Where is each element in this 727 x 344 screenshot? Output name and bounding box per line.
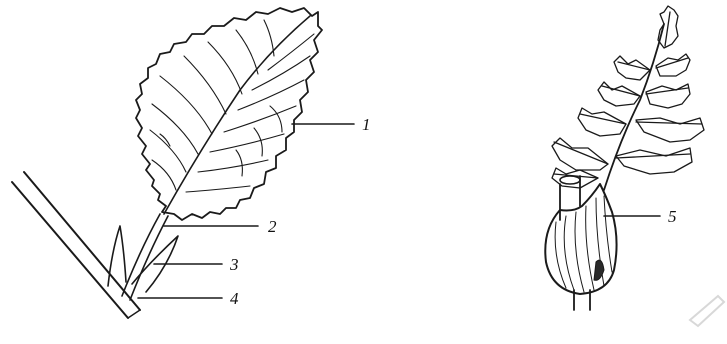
label-3: 3 — [229, 255, 239, 274]
label-2: 2 — [268, 217, 277, 236]
rachis — [604, 24, 664, 190]
leaf-midrib — [164, 16, 310, 214]
petiole — [122, 214, 168, 300]
leaf-diagram-left: 1 2 3 4 — [12, 8, 371, 318]
corner-watermark-stroke — [690, 296, 724, 326]
label-4: 4 — [230, 289, 239, 308]
leaflets — [552, 6, 704, 188]
label-1: 1 — [362, 115, 371, 134]
main-stem — [12, 172, 140, 318]
leader-lines-left — [138, 124, 354, 298]
stipules — [108, 226, 178, 292]
leaf-sheath — [545, 184, 616, 294]
leaf-veins — [150, 20, 314, 192]
sheath-diagram-right: 5 — [545, 6, 704, 310]
label-5: 5 — [668, 207, 677, 226]
